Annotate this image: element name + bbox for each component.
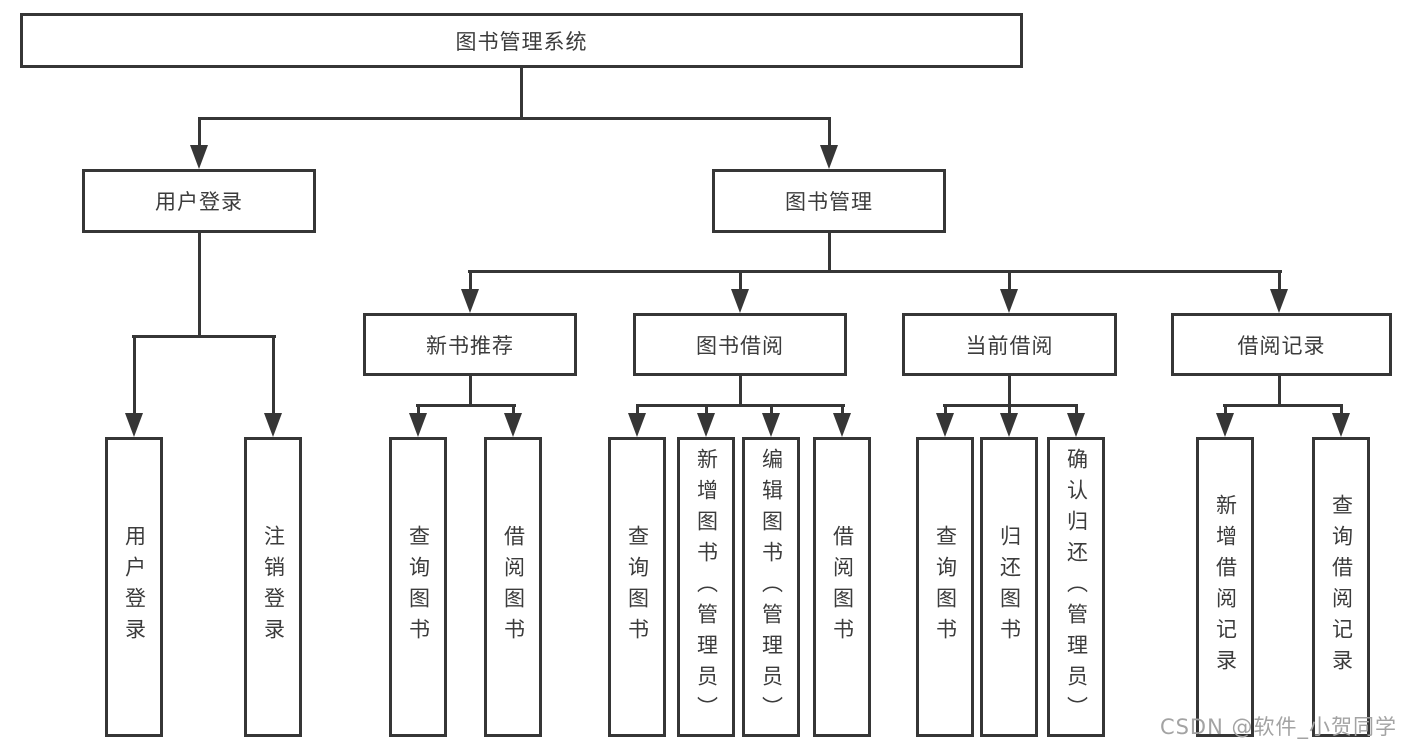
connector-group2-bar — [416, 404, 516, 407]
arrowhead-new-book — [461, 289, 479, 313]
arrowhead-bb-add — [697, 413, 715, 437]
leaf-nb-borrow-books: 借阅图书 — [484, 437, 542, 737]
connector-level3-bar — [468, 270, 1282, 273]
arrowhead-leaf-login — [125, 413, 143, 437]
connector-drop-cb-query — [944, 407, 947, 416]
arrowhead-book-mgmt — [820, 145, 838, 169]
arrowhead-current-borrow — [1000, 289, 1018, 313]
leaf-cb-confirm-return-admin: 确认归还（管理员） — [1047, 437, 1105, 737]
connector-drop-bb-borrow — [841, 407, 844, 416]
connector-group5-bar — [1223, 404, 1343, 407]
connector-drop-current-borrow — [1008, 273, 1011, 291]
arrowhead-bb-query — [628, 413, 646, 437]
leaf-label: 注销登录 — [261, 525, 286, 649]
connector-user-login-stem — [198, 233, 201, 338]
arrowhead-nb-query — [409, 413, 427, 437]
node-label: 新书推荐 — [426, 333, 514, 358]
leaf-bb-edit-books-admin: 编辑图书（管理员） — [742, 437, 800, 737]
node-current-borrow: 当前借阅 — [902, 313, 1117, 376]
connector-drop-new-book — [469, 273, 472, 291]
connector-level2-bar — [198, 117, 831, 120]
connector-current-borrow-stem — [1008, 376, 1011, 407]
connector-drop-cb-confirm — [1075, 407, 1078, 416]
connector-group3-bar — [636, 404, 845, 407]
leaf-label: 确认归还（管理员） — [1064, 447, 1089, 727]
leaf-br-add-record: 新增借阅记录 — [1196, 437, 1254, 737]
node-label: 图书借阅 — [696, 333, 784, 358]
arrowhead-nb-borrow — [504, 413, 522, 437]
connector-drop-leaf-logout — [272, 338, 275, 416]
connector-book-mgmt-stem — [828, 233, 831, 273]
node-library-management-system: 图书管理系统 — [20, 13, 1023, 68]
node-label: 图书管理 — [785, 190, 873, 214]
arrowhead-borrow-records — [1270, 289, 1288, 313]
connector-new-book-stem — [469, 376, 472, 407]
arrowhead-br-add — [1216, 413, 1234, 437]
arrowhead-br-query — [1332, 413, 1350, 437]
node-label: 图书管理系统 — [455, 29, 588, 54]
leaf-label: 归还图书 — [997, 525, 1022, 649]
node-new-book-recommend: 新书推荐 — [363, 313, 577, 376]
connector-drop-bb-add — [705, 407, 708, 416]
leaf-label: 查询借阅记录 — [1329, 494, 1354, 680]
leaf-label: 查询图书 — [933, 525, 958, 649]
node-label: 借阅记录 — [1237, 333, 1326, 358]
leaf-br-query-record: 查询借阅记录 — [1312, 437, 1370, 737]
leaf-logout: 注销登录 — [244, 437, 302, 737]
arrowhead-bb-edit — [762, 413, 780, 437]
node-user-login: 用户登录 — [82, 169, 316, 233]
arrowhead-leaf-logout — [264, 413, 282, 437]
connector-drop-leaf-login — [133, 338, 136, 416]
connector-drop-nb-query — [417, 407, 420, 416]
leaf-bb-add-books-admin: 新增图书（管理员） — [677, 437, 735, 737]
leaf-user-login: 用户登录 — [105, 437, 163, 737]
csdn-watermark: CSDN @软件_小贺同学 — [1159, 715, 1397, 739]
node-book-borrow: 图书借阅 — [633, 313, 847, 376]
connector-root-stem — [520, 68, 523, 120]
connector-drop-bb-query — [636, 407, 639, 416]
leaf-cb-query-books: 查询图书 — [916, 437, 974, 737]
arrowhead-book-borrow — [731, 289, 749, 313]
leaf-nb-query-books: 查询图书 — [389, 437, 447, 737]
connector-group1-bar — [132, 335, 276, 338]
arrowhead-bb-borrow — [833, 413, 851, 437]
node-book-management: 图书管理 — [712, 169, 946, 233]
arrowhead-cb-return — [1000, 413, 1018, 437]
connector-borrow-records-stem — [1278, 376, 1281, 407]
arrowhead-cb-confirm — [1067, 413, 1085, 437]
connector-drop-br-add — [1224, 407, 1227, 416]
connector-drop-br-query — [1340, 407, 1343, 416]
connector-group4-bar — [943, 404, 1078, 407]
connector-drop-book-mgmt — [828, 120, 831, 148]
connector-drop-cb-return — [1008, 407, 1011, 416]
node-label: 当前借阅 — [965, 333, 1054, 358]
node-label: 用户登录 — [155, 190, 243, 214]
leaf-label: 查询图书 — [625, 525, 650, 649]
connector-book-borrow-stem — [739, 376, 742, 407]
leaf-bb-query-books: 查询图书 — [608, 437, 666, 737]
connector-drop-borrow-records — [1278, 273, 1281, 291]
connector-drop-user-login — [198, 120, 201, 148]
leaf-label: 查询图书 — [406, 525, 431, 649]
connector-drop-nb-borrow — [512, 407, 515, 416]
connector-drop-book-borrow — [739, 273, 742, 291]
arrowhead-cb-query — [936, 413, 954, 437]
connector-drop-bb-edit — [770, 407, 773, 416]
leaf-label: 用户登录 — [122, 525, 147, 649]
leaf-cb-return-books: 归还图书 — [980, 437, 1038, 737]
leaf-label: 借阅图书 — [501, 525, 526, 649]
node-borrow-records: 借阅记录 — [1171, 313, 1392, 376]
leaf-label: 借阅图书 — [830, 525, 855, 649]
leaf-label: 新增图书（管理员） — [694, 447, 719, 727]
leaf-label: 编辑图书（管理员） — [759, 447, 784, 727]
arrowhead-user-login — [190, 145, 208, 169]
leaf-label: 新增借阅记录 — [1213, 494, 1238, 680]
leaf-bb-borrow-books: 借阅图书 — [813, 437, 871, 737]
